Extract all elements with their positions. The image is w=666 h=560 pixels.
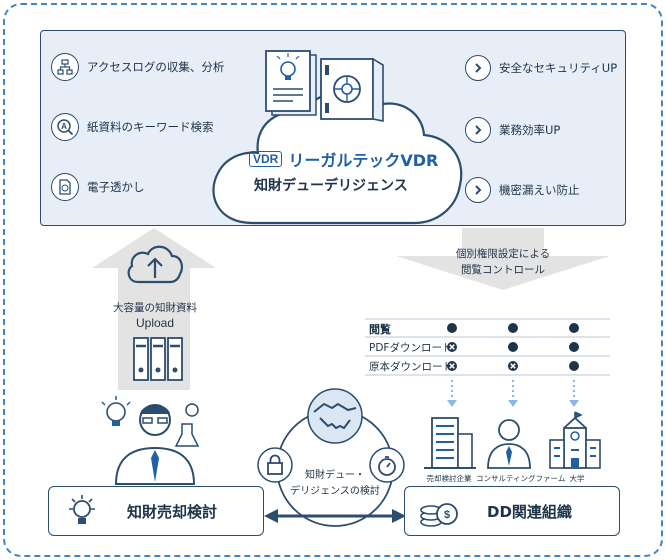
allowed-dot: [569, 323, 579, 333]
ip-sale-box: 知財売却検討: [48, 486, 264, 536]
cycle-caption-2: デリジェンスの検討: [290, 486, 380, 497]
benefit-label: 機密漏えい防止: [499, 183, 580, 197]
ip-sale-label: 知財売却検討: [127, 502, 218, 521]
outer-dashed-frame: [3, 3, 663, 557]
org-label-consulting: コンサルティングファーム: [476, 474, 566, 483]
binders-icon: [133, 337, 183, 381]
upload-caption-2: Upload: [135, 316, 175, 330]
consultant-icon: [487, 419, 531, 469]
row-label-pdf: PDFダウンロード: [369, 342, 453, 354]
search-a-icon: A: [51, 113, 79, 141]
stopwatch-icon: [369, 447, 405, 483]
permission-table: 閲覧 PDFダウンロード 原本ダウンロード: [365, 318, 610, 376]
lock-icon: [257, 447, 293, 483]
benefit-efficiency: 業務効率UP: [465, 117, 560, 143]
org-label-company: 売却検討企業: [426, 474, 472, 483]
dd-organizations-label: DD関連組織: [487, 502, 572, 521]
benefit-leak-prevention: 機密漏えい防止: [465, 177, 580, 203]
allowed-dot: [508, 342, 518, 352]
watermark-document-icon: [51, 173, 79, 201]
svg-text:A: A: [61, 122, 67, 131]
allowed-dot: [569, 342, 579, 352]
access-control-arrow: [396, 228, 610, 290]
vdr-badge: VDR: [249, 151, 283, 167]
upload-arrow: [92, 228, 216, 390]
building-icon: [424, 417, 476, 469]
feature-access-log: アクセスログの収集、分析: [51, 53, 224, 81]
svg-text:$: $: [444, 509, 450, 521]
feature-keyword-search: A 紙資料のキーワード検索: [51, 113, 214, 141]
allowed-dot: [569, 361, 579, 371]
permission-marks: [447, 323, 579, 371]
chevron-right-icon: [465, 177, 491, 203]
denied-mark: [447, 361, 457, 371]
benefit-label: 安全なセキュリティUP: [499, 61, 618, 75]
feature-watermark: 電子透かし: [51, 173, 145, 201]
access-caption-2: 閲覧コントロール: [461, 264, 545, 276]
safe-icon: [320, 57, 384, 122]
row-label-view: 閲覧: [369, 323, 391, 336]
denied-mark: [508, 361, 518, 371]
row-label-original: 原本ダウンロード: [369, 361, 453, 373]
product-name: リーガルテックVDR: [288, 151, 439, 170]
cloud-upload-icon: [127, 245, 183, 284]
feature-label: 紙資料のキーワード検索: [87, 120, 214, 134]
allowed-dot: [447, 323, 457, 333]
allowed-dot: [508, 323, 518, 333]
vdr-feature-panel: アクセスログの収集、分析 A 紙資料のキーワード検索 電子透かし: [40, 30, 626, 226]
cloud-subtitle: 知財デューデリジェンス: [254, 178, 408, 194]
flow-network-icon: [51, 53, 79, 81]
cycle-caption-1: 知財デュー・: [305, 470, 365, 481]
org-label-university: 大学: [569, 474, 585, 483]
chevron-right-icon: [465, 117, 491, 143]
chevron-right-icon: [465, 55, 491, 81]
university-icon: [549, 411, 601, 469]
coins-icon: $: [420, 503, 458, 527]
feature-label: アクセスログの収集、分析: [87, 60, 225, 74]
dd-organizations-box: $ DD関連組織: [404, 486, 620, 536]
lightbulb-icon: [69, 495, 95, 524]
handshake-icon: [307, 388, 363, 444]
benefit-security: 安全なセキュリティUP: [465, 55, 617, 81]
benefit-label: 業務効率UP: [499, 123, 561, 137]
thinking-person-icon: [101, 396, 200, 485]
document-idea-icon: [265, 50, 317, 116]
feature-label: 電子透かし: [87, 180, 145, 194]
access-caption-1: 個別権限設定による: [455, 248, 551, 260]
upload-caption-1: 大容量の知財資料: [113, 302, 197, 314]
dotted-arrows: [447, 380, 579, 407]
denied-mark: [447, 342, 457, 352]
vdr-logo: VDR リーガルテックVDR: [249, 147, 438, 171]
